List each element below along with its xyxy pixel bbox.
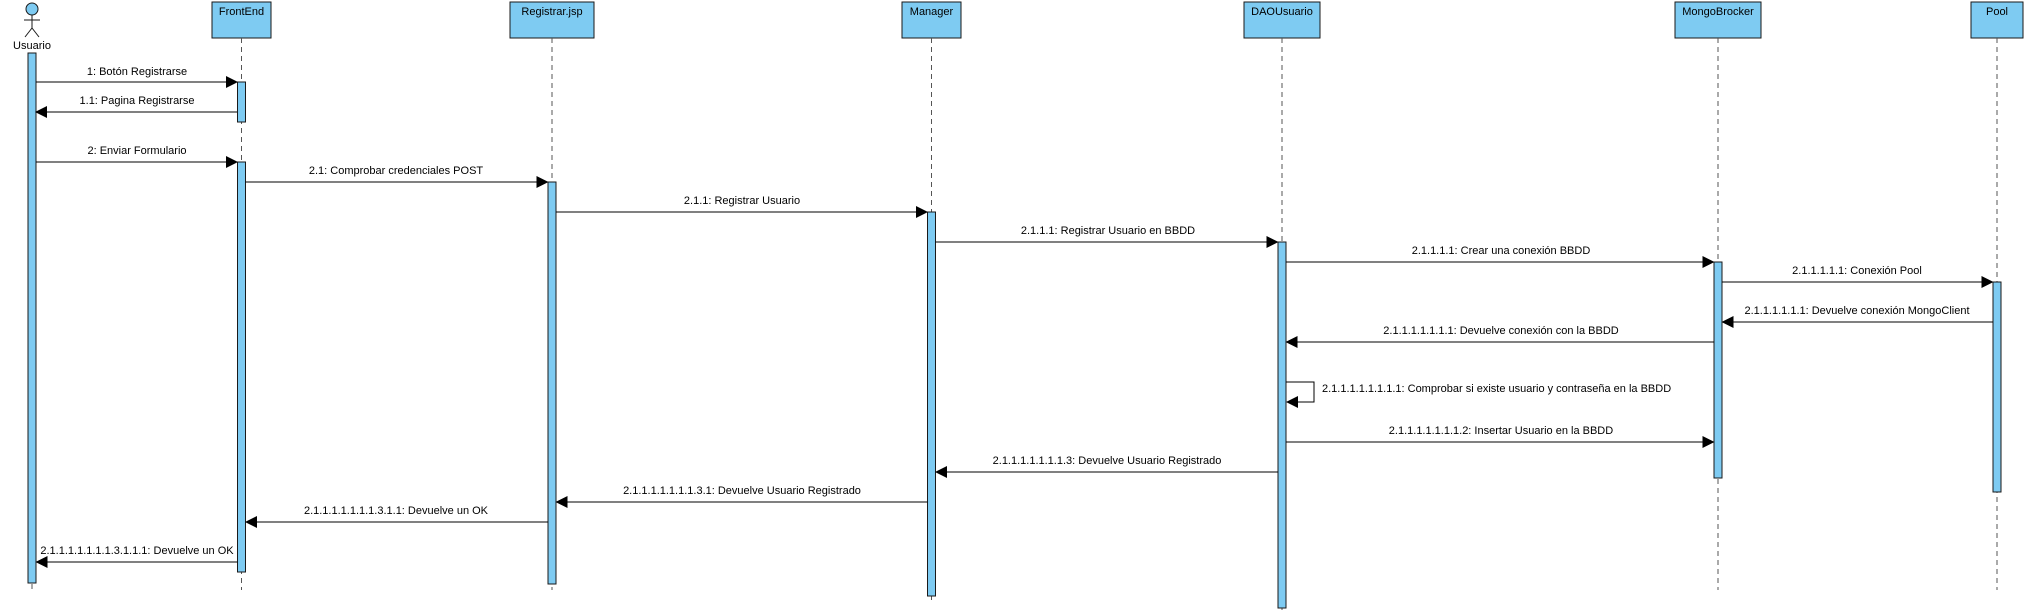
message-8: 2.1.1.1.1.1: Conexión Pool [1722, 265, 1994, 288]
participant-label: Registrar.jsp [521, 6, 582, 18]
participant-registrar: Registrar.jsp [509, 1, 595, 39]
participant-pool: Pool [1970, 1, 2024, 39]
message-14: 2.1.1.1.1.1.1.1.3.1: Devuelve Usuario Re… [555, 485, 928, 508]
lifelines [31, 38, 1998, 610]
participant-box [1243, 1, 1321, 39]
actor-left-leg [24, 27, 33, 38]
message-2: 1.1: Pagina Registrarse [35, 95, 237, 118]
message-label: 2.1.1.1.1.1.1.1: Devuelve conexión con l… [1383, 325, 1618, 337]
message-10: 2.1.1.1.1.1.1.1: Devuelve conexión con l… [1285, 325, 1714, 348]
message-label: 2.1.1.1.1.1.1.1.3.1: Devuelve Usuario Re… [623, 485, 861, 497]
message-label: 1: Botón Registrarse [87, 66, 187, 78]
message-label: 1.1: Pagina Registrarse [80, 95, 195, 107]
activation-mongobrocker [1713, 261, 1723, 479]
participant-label: FrontEnd [219, 6, 264, 18]
participant-box [1674, 1, 1762, 39]
participant-box [1970, 1, 2024, 39]
activation-frontend-2 [237, 161, 246, 573]
participant-label: DAOUsuario [1251, 6, 1313, 18]
message-4: 2.1: Comprobar credenciales POST [245, 165, 549, 188]
message-11-self: 2.1.1.1.1.1.1.1.1: Comprobar si existe u… [1286, 381, 1671, 408]
message-arrow [1286, 381, 1315, 408]
message-12: 2.1.1.1.1.1.1.1.2: Insertar Usuario en l… [1286, 425, 1715, 448]
message-label: 2.1.1.1.1.1.1: Devuelve conexión MongoCl… [1744, 305, 1969, 317]
message-label: 2.1.1.1.1.1.1.1.3.1.1: Devuelve un OK [304, 505, 489, 517]
activation-frontend-1 [237, 81, 246, 123]
message-label: 2.1.1.1.1.1.1.1.1: Comprobar si existe u… [1322, 383, 1671, 395]
activation-daousuario [1277, 241, 1287, 609]
message-label: 2.1.1.1.1.1.1.1.3: Devuelve Usuario Regi… [993, 455, 1222, 467]
message-label: 2.1.1.1.1: Crear una conexión BBDD [1412, 245, 1591, 257]
message-6: 2.1.1.1: Registrar Usuario en BBDD [935, 225, 1279, 248]
actor-head [25, 2, 39, 16]
participant-mongobrocker: MongoBrocker [1674, 1, 1762, 39]
participant-label: MongoBrocker [1682, 6, 1754, 18]
message-label: 2.1: Comprobar credenciales POST [309, 165, 484, 177]
message-label: 2.1.1.1.1.1.1.1.3.1.1.1: Devuelve un OK [40, 545, 234, 557]
activation-usuario [27, 52, 37, 584]
message-label: 2: Enviar Formulario [87, 145, 186, 157]
actor-usuario: Usuario [13, 2, 51, 52]
message-9: 2.1.1.1.1.1.1: Devuelve conexión MongoCl… [1721, 305, 1993, 328]
message-3: 2: Enviar Formulario [36, 145, 238, 168]
participant-frontend: FrontEnd [211, 1, 272, 39]
participant-daousuario: DAOUsuario [1243, 1, 1321, 39]
activation-manager [927, 211, 936, 597]
message-label: 2.1.1: Registrar Usuario [684, 195, 800, 207]
message-16: 2.1.1.1.1.1.1.1.3.1.1.1: Devuelve un OK [35, 545, 238, 568]
message-15: 2.1.1.1.1.1.1.1.3.1.1: Devuelve un OK [245, 505, 548, 528]
activations [27, 52, 2002, 609]
actor-right-leg [31, 27, 40, 38]
message-label: 2.1.1.1.1.1: Conexión Pool [1792, 265, 1922, 277]
message-label: 2.1.1.1: Registrar Usuario en BBDD [1021, 225, 1195, 237]
message-7: 2.1.1.1.1: Crear una conexión BBDD [1286, 245, 1715, 268]
actor-label: Usuario [13, 40, 51, 52]
message-label: 2.1.1.1.1.1.1.1.2: Insertar Usuario en l… [1389, 425, 1613, 437]
participant-box [509, 1, 595, 39]
message-5: 2.1.1: Registrar Usuario [556, 195, 928, 218]
participant-label: Pool [1986, 6, 2008, 18]
participant-box [211, 1, 272, 39]
message-1: 1: Botón Registrarse [36, 66, 238, 88]
message-13: 2.1.1.1.1.1.1.1.3: Devuelve Usuario Regi… [935, 455, 1278, 478]
participant-label: Manager [910, 6, 954, 18]
activation-pool [1992, 281, 2002, 493]
participant-manager: Manager [901, 1, 962, 39]
participant-box [901, 1, 962, 39]
activation-registrar [547, 181, 557, 585]
